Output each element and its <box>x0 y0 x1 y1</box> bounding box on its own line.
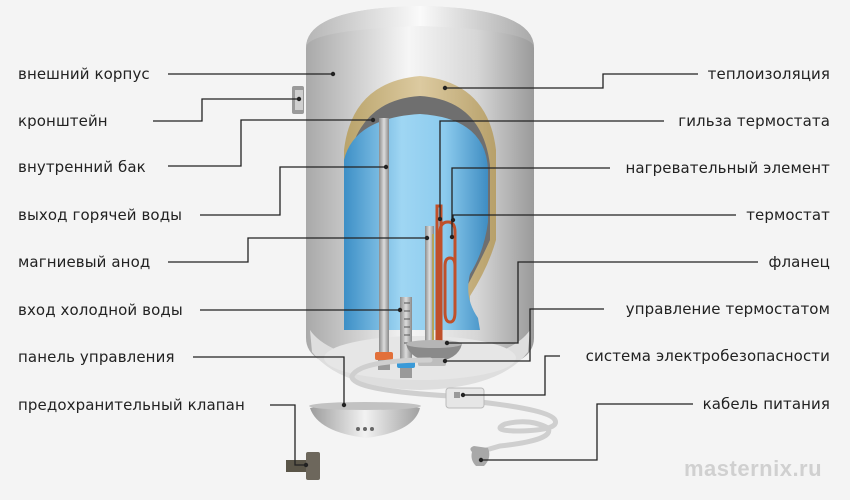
hot-ring <box>375 352 393 360</box>
label-heating-element: нагревательный элемент <box>625 159 830 177</box>
leader-dots <box>296 71 484 468</box>
label-cold-water-inlet: вход холодной воды <box>18 301 183 319</box>
label-thermostat: термостат <box>746 206 830 224</box>
label-electrical-safety-system: система электробезопасности <box>585 347 830 365</box>
label-outer-casing: внешний корпус <box>18 65 150 83</box>
flange-shape <box>406 344 462 362</box>
label-thermostat-control: управление термостатом <box>625 300 830 318</box>
leader-lines <box>153 73 758 466</box>
label-flange: фланец <box>768 253 830 271</box>
label-bracket: кронштейн <box>18 112 108 130</box>
label-control-panel: панель управления <box>18 348 175 366</box>
thermostat-sleeve-shape <box>425 226 434 346</box>
rcd-shape <box>445 387 485 409</box>
control-panel-shape <box>309 402 421 438</box>
label-safety-valve: предохранительный клапан <box>18 396 245 414</box>
safety-valve-shape <box>286 452 320 480</box>
label-hot-water-outlet: выход горячей воды <box>18 206 183 224</box>
watermark: masternix.ru <box>684 456 823 481</box>
label-magnesium-anode: магниевый анод <box>18 253 151 271</box>
power-cable-shape <box>349 357 558 453</box>
plug-shape <box>470 446 490 466</box>
heating-element-shape <box>435 204 457 345</box>
label-thermostat-sleeve: гильза термостата <box>678 112 830 130</box>
label-inner-tank: внутренний бак <box>18 158 146 176</box>
label-thermal-insulation: теплоизоляция <box>707 65 830 83</box>
label-power-cable: кабель питания <box>702 395 830 413</box>
anode-ticks <box>404 302 410 344</box>
